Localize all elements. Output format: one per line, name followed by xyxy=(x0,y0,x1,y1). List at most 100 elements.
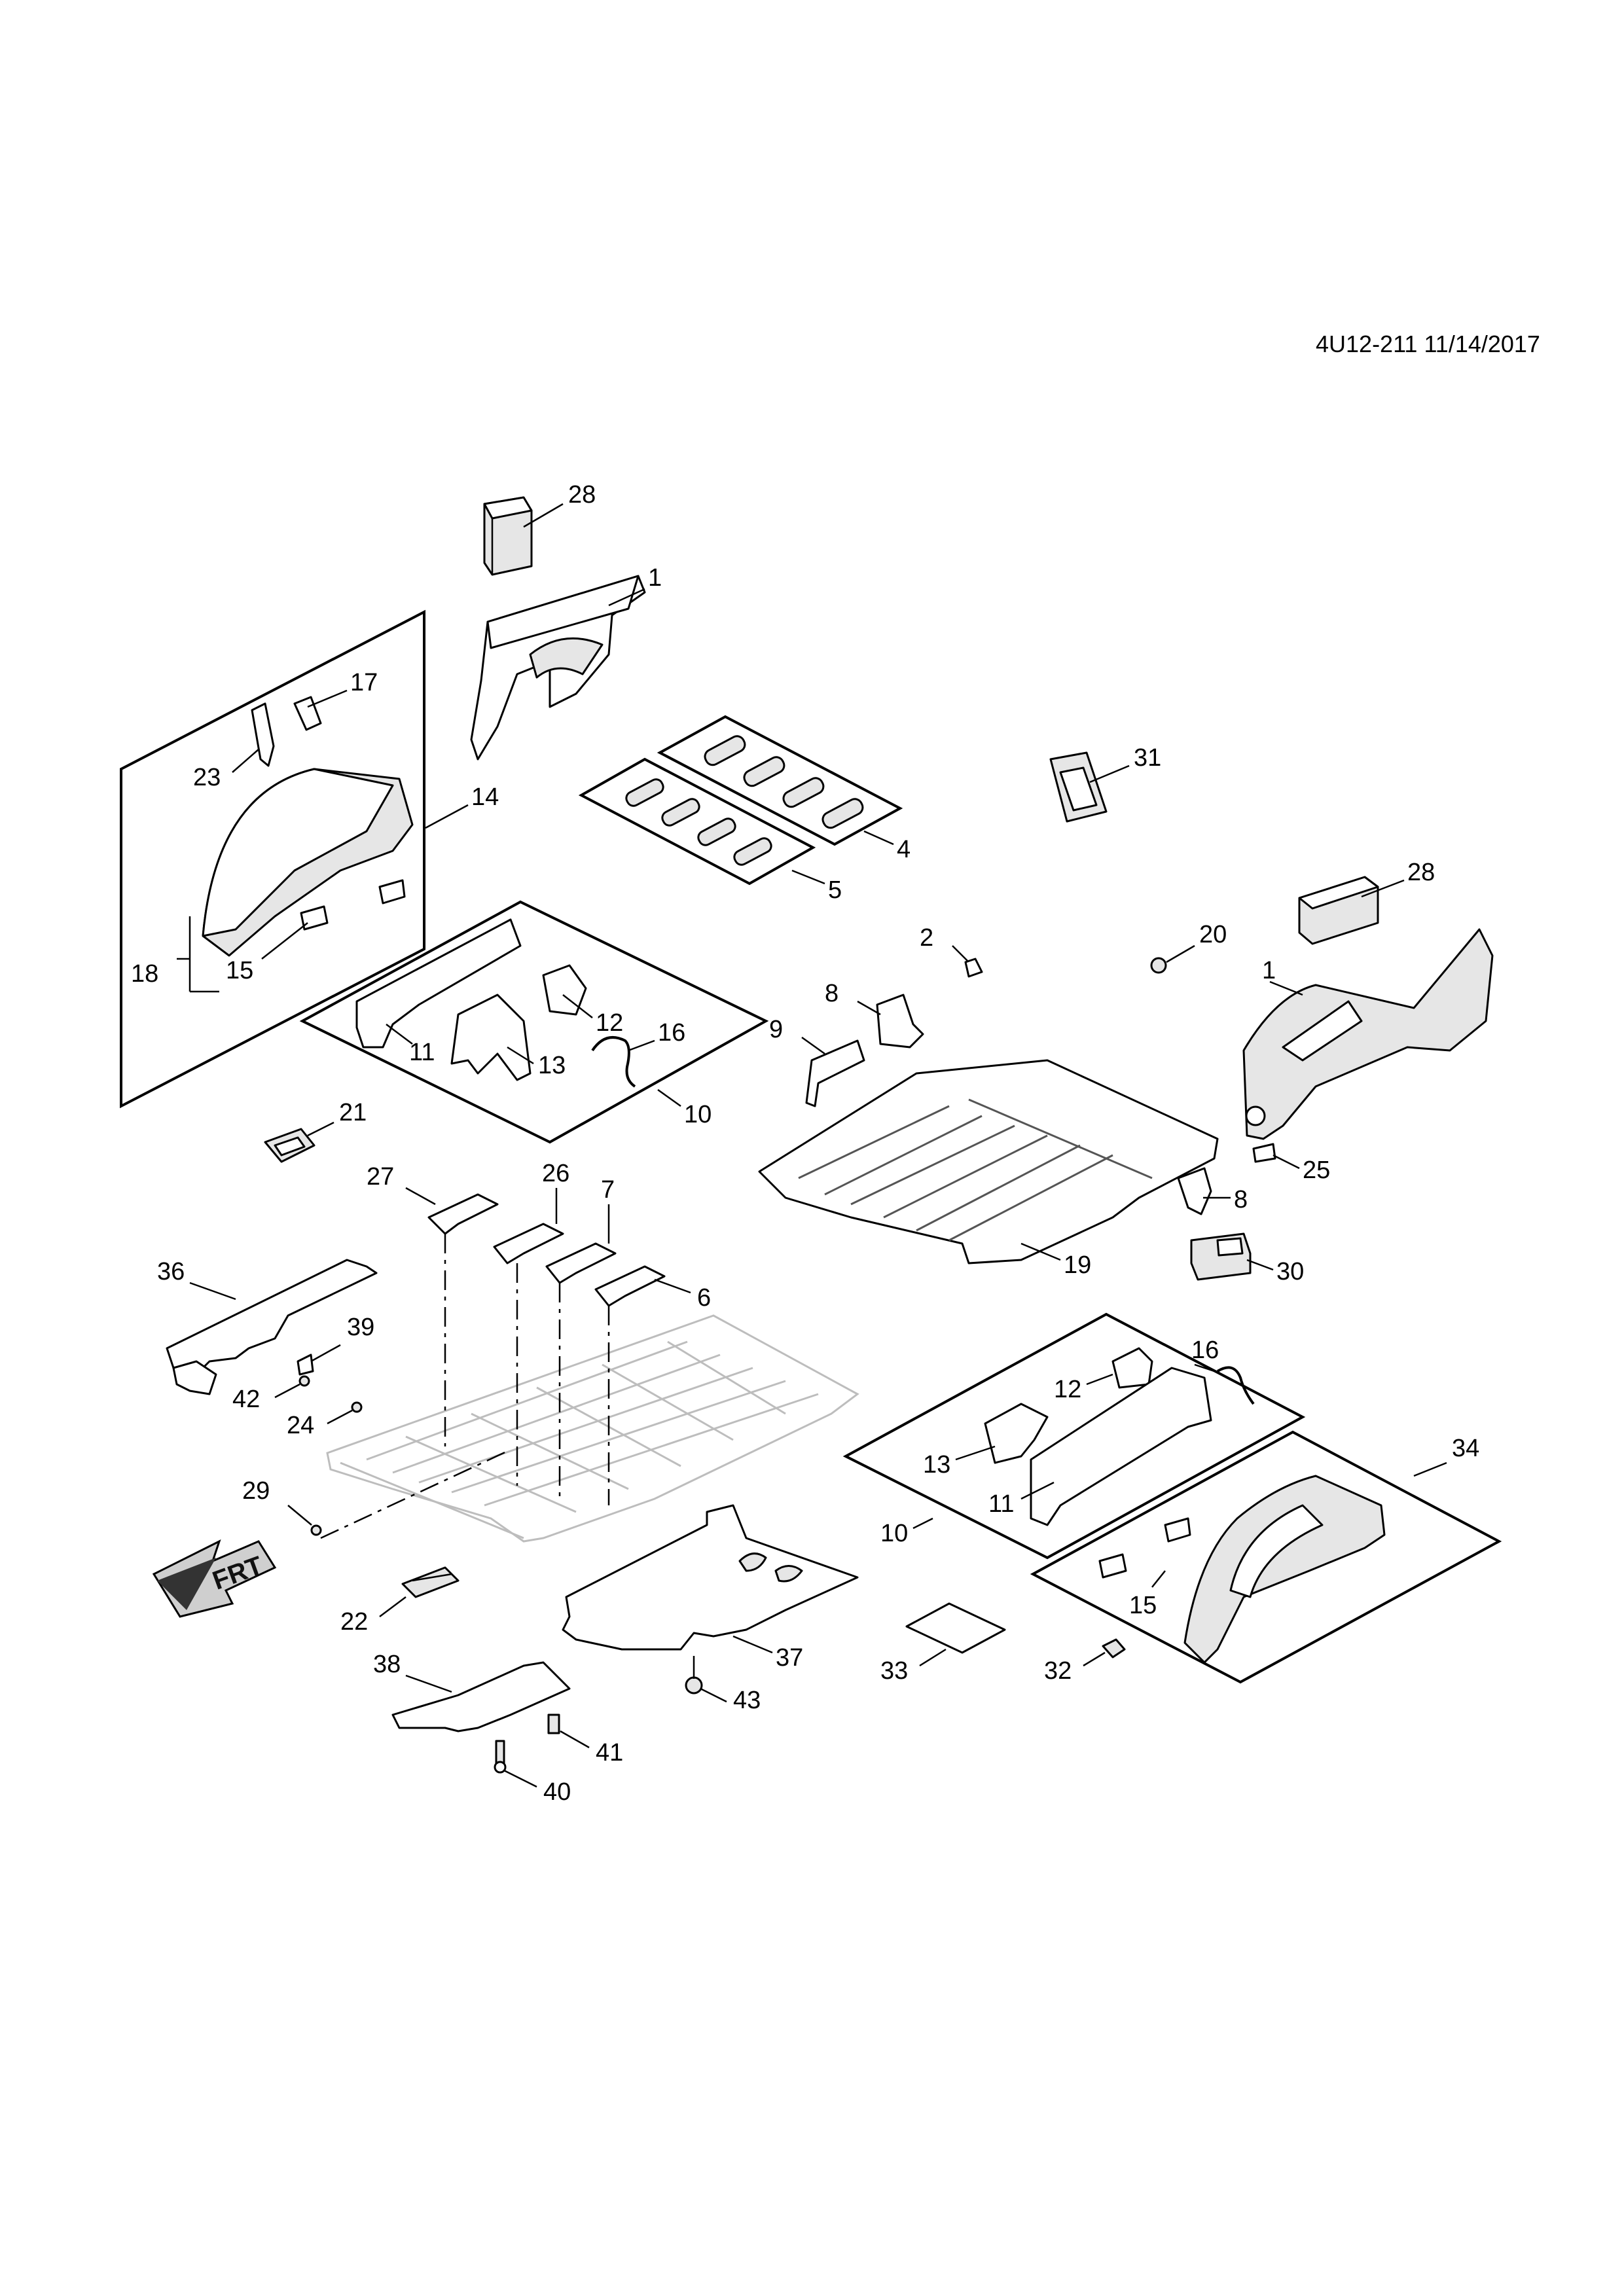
part-27-bracket[interactable] xyxy=(427,1193,499,1235)
callout-37: 37 xyxy=(776,1644,803,1672)
callout-16-bottom: 16 xyxy=(1191,1336,1219,1364)
part-8-bracket-right[interactable] xyxy=(1177,1167,1212,1215)
part-39-bracket[interactable] xyxy=(297,1354,314,1376)
callout-40: 40 xyxy=(543,1778,571,1806)
diagram-reference-id: 4U12-211 11/14/2017 xyxy=(1316,331,1540,357)
part-13-bracket-bottom[interactable] xyxy=(984,1403,1049,1464)
part-1-wheelhouse-left[interactable] xyxy=(470,575,646,761)
part-16-wire-top[interactable] xyxy=(591,1036,636,1088)
callout-5: 5 xyxy=(828,876,842,904)
group-box-4 xyxy=(657,715,903,846)
part-23-clip[interactable] xyxy=(251,702,275,767)
callout-17: 17 xyxy=(350,669,378,696)
callout-32: 32 xyxy=(1044,1657,1072,1685)
callout-16-top: 16 xyxy=(658,1019,685,1047)
floor-panel-reference-ghost xyxy=(326,1314,859,1543)
part-42-fastener[interactable] xyxy=(298,1375,310,1387)
callout-30: 30 xyxy=(1276,1258,1304,1285)
callout-1-top: 1 xyxy=(648,564,662,592)
part-20-clip[interactable] xyxy=(1150,957,1167,974)
callout-2: 2 xyxy=(920,924,933,952)
callout-20: 20 xyxy=(1199,921,1227,948)
callout-18: 18 xyxy=(131,960,158,988)
alignment-line-29 xyxy=(320,1448,511,1539)
callout-31: 31 xyxy=(1134,744,1161,772)
part-43-fastener[interactable] xyxy=(685,1676,703,1695)
front-direction-arrow-icon: FRT xyxy=(152,1539,277,1618)
callout-27: 27 xyxy=(367,1163,394,1191)
part-11-bracket-bottom[interactable] xyxy=(1030,1367,1212,1526)
callout-28-right: 28 xyxy=(1407,859,1435,886)
part-32-clip[interactable] xyxy=(1102,1638,1126,1659)
part-24-plug[interactable] xyxy=(351,1401,363,1413)
part-34-wheelhouse-liner[interactable] xyxy=(1183,1475,1386,1664)
callout-29: 29 xyxy=(242,1477,270,1505)
callout-10-top: 10 xyxy=(684,1101,712,1128)
frt-arrow-label: FRT xyxy=(209,1551,266,1596)
part-30-module[interactable] xyxy=(1190,1232,1252,1281)
part-28-block-right[interactable] xyxy=(1298,876,1379,945)
callout-34: 34 xyxy=(1452,1435,1479,1462)
group-box-10-top xyxy=(299,900,769,1144)
part-12-bracket-top[interactable] xyxy=(542,964,587,1016)
part-17-clip[interactable] xyxy=(293,696,322,731)
part-33-pad[interactable] xyxy=(905,1602,1006,1654)
callout-24: 24 xyxy=(287,1412,314,1439)
part-31-bracket[interactable] xyxy=(1049,751,1108,823)
part-6-bracket[interactable] xyxy=(594,1265,666,1307)
part-16-wire-bottom[interactable] xyxy=(1216,1366,1255,1405)
part-25-clip[interactable] xyxy=(1252,1143,1276,1163)
callout-43: 43 xyxy=(733,1687,761,1714)
part-11-bracket-top[interactable] xyxy=(355,918,522,1049)
part-28-block-top[interactable] xyxy=(483,496,533,576)
callout-12-bottom: 12 xyxy=(1054,1376,1081,1403)
part-40-bolt[interactable] xyxy=(494,1740,507,1774)
part-37-floor-support[interactable] xyxy=(562,1504,859,1651)
part-38-bracket[interactable] xyxy=(391,1661,571,1732)
part-41-fastener[interactable] xyxy=(547,1713,560,1734)
part-7-bracket[interactable] xyxy=(545,1242,617,1284)
callout-22: 22 xyxy=(340,1608,368,1636)
part-21-bracket[interactable] xyxy=(264,1128,316,1163)
callout-6: 6 xyxy=(697,1284,711,1312)
callout-28-top: 28 xyxy=(568,481,596,509)
callout-9: 9 xyxy=(769,1016,783,1043)
part-15-clips-right[interactable] xyxy=(1098,1517,1191,1579)
part-13-bracket-top[interactable] xyxy=(450,994,532,1081)
callout-10-bottom: 10 xyxy=(880,1520,908,1547)
callout-41: 41 xyxy=(596,1739,623,1767)
group-box-10-bottom xyxy=(842,1312,1306,1560)
callout-11-bottom: 11 xyxy=(988,1490,1014,1518)
callout-12-top: 12 xyxy=(596,1009,623,1037)
callout-1-right: 1 xyxy=(1262,957,1276,984)
group-box-34 xyxy=(1030,1430,1502,1684)
callout-11-top: 11 xyxy=(409,1039,435,1066)
callout-26: 26 xyxy=(542,1160,569,1187)
callout-42: 42 xyxy=(232,1386,260,1413)
callout-4: 4 xyxy=(897,836,911,863)
callout-13-bottom: 13 xyxy=(923,1451,950,1479)
part-5-plugs[interactable] xyxy=(624,777,773,867)
part-29-plug[interactable] xyxy=(310,1524,322,1536)
callout-7: 7 xyxy=(601,1176,615,1204)
callout-19: 19 xyxy=(1064,1251,1091,1279)
part-8-bracket-top[interactable] xyxy=(876,994,924,1049)
part-12-bracket-bottom[interactable] xyxy=(1111,1347,1153,1389)
part-1-wheelhouse-right[interactable] xyxy=(1242,928,1494,1140)
callout-39: 39 xyxy=(347,1314,374,1341)
part-26-bracket[interactable] xyxy=(493,1223,564,1265)
part-19-rear-floor-panel[interactable] xyxy=(758,1059,1219,1265)
callout-13-top: 13 xyxy=(538,1052,566,1079)
callout-15-left: 15 xyxy=(226,957,253,984)
callout-8-top: 8 xyxy=(825,980,839,1007)
part-2-clip[interactable] xyxy=(964,958,983,978)
part-9-bracket[interactable] xyxy=(805,1039,865,1107)
group-box-5 xyxy=(578,757,816,886)
part-14-wheelhouse-liner[interactable] xyxy=(202,768,414,957)
part-36-crossmember[interactable] xyxy=(166,1259,378,1395)
callout-36: 36 xyxy=(157,1258,185,1285)
part-4-plugs[interactable] xyxy=(702,734,865,831)
part-22-bracket[interactable] xyxy=(401,1566,460,1598)
callout-23: 23 xyxy=(193,764,221,791)
